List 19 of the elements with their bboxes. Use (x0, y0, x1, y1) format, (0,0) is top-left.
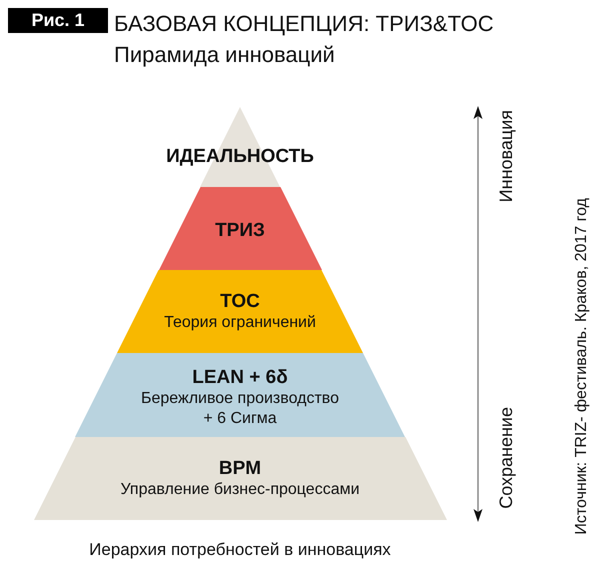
pyramid-layer (75, 353, 405, 437)
layer-description: Теория ограничений (164, 312, 316, 332)
layer-title: LEAN + 6δ (192, 367, 288, 389)
pyramid-layer (34, 437, 446, 520)
layer-title: ТРИЗ (215, 220, 265, 242)
caption: Иерархия потребностей в инновациях (89, 539, 391, 560)
layer-title: TOC (220, 290, 260, 312)
layer-description: Управление бизнес-процессами (120, 480, 360, 500)
source-note: Источник: TRIZ- фестиваль. Краков, 2017 год (572, 198, 591, 535)
layer-title: BPM (218, 458, 262, 480)
axis-label: Инновация (495, 110, 517, 202)
subtitle: Пирамида инноваций (114, 41, 335, 69)
figure-number: Рис. 1 (8, 8, 108, 33)
title: БАЗОВАЯ КОНЦЕПЦИЯ: ТРИЗ&TOC (114, 10, 494, 37)
axis-label: Сохранение (495, 407, 517, 509)
layer-description: Бережливое производство + 6 Сигма (140, 389, 340, 429)
pyramid-layer (117, 270, 363, 353)
pyramid-layer (158, 187, 322, 270)
layer-title: ИДЕАЛЬНОСТЬ (166, 146, 314, 168)
